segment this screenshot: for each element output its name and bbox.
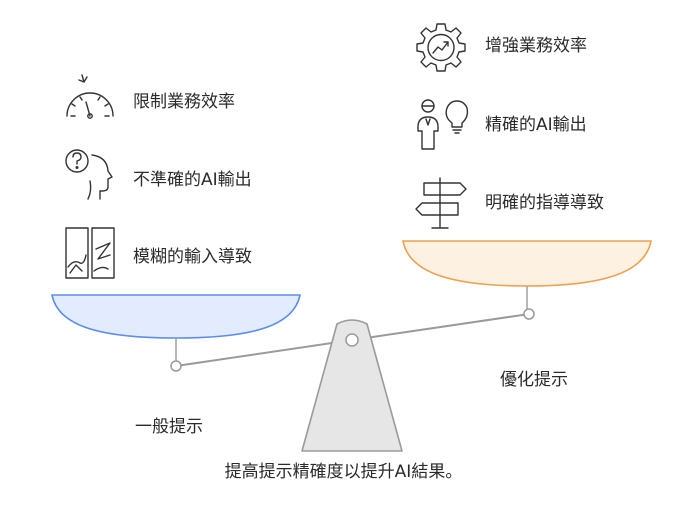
right-item-label-3: 明確的指導導致 xyxy=(485,193,604,213)
person-bulb-icon xyxy=(417,99,469,150)
left-item-label-2: 不準確的AI輸出 xyxy=(133,170,252,190)
right-pan xyxy=(402,240,652,287)
speedometer-icon xyxy=(66,74,114,119)
right-item-label-1: 增強業務效率 xyxy=(485,36,587,56)
caption: 提高提示精確度以提升AI結果。 xyxy=(224,462,463,482)
right-item-label-2: 精確的AI輸出 xyxy=(485,115,587,135)
left-beam-joint xyxy=(170,360,182,372)
confused-head-icon xyxy=(65,149,113,200)
left-pan-label: 一般提示 xyxy=(135,417,203,437)
left-pan xyxy=(51,294,301,339)
left-item-label-3: 模糊的輸入導致 xyxy=(133,247,252,267)
right-beam-joint xyxy=(523,308,535,320)
gear-chart-icon xyxy=(416,23,466,72)
right-pan-label: 優化提示 xyxy=(500,370,568,390)
signpost-icon xyxy=(415,177,467,229)
scale-fulcrum xyxy=(301,319,403,452)
blurry-images-icon xyxy=(65,227,115,279)
fulcrum-pivot xyxy=(345,333,359,347)
left-item-label-1: 限制業務效率 xyxy=(133,92,235,112)
